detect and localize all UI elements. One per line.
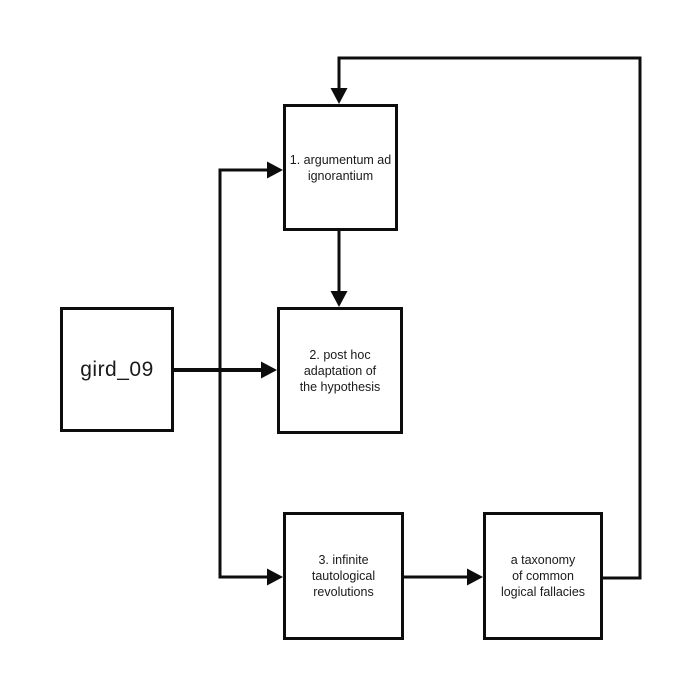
arrowhead-down-into-node1-icon [330, 88, 348, 104]
node3-label-line3: revolutions [313, 585, 374, 599]
node2-label-line3: the hypothesis [299, 379, 381, 394]
arrowhead-right-into-node4-icon [467, 568, 483, 586]
node-source-gird09: gird_09 [60, 307, 174, 432]
arrowhead-down-into-node2-icon [330, 291, 348, 307]
node-argumentum-ad-ignorantium: 1. argumentum ad ignorantium [283, 104, 398, 231]
node-post-hoc-adaptation: 2. post hoc adaptation of the hypothesis [277, 307, 403, 434]
node1-label-line2: ignorantium [307, 168, 374, 183]
node4-label-line1: a taxonomy [510, 553, 576, 567]
node2-label-line2: adaptation of [303, 363, 377, 378]
node4-label-line3: logical fallacies [500, 585, 586, 599]
arrowhead-right-into-node1-icon [267, 161, 283, 179]
node1-label-line1: 1. argumentum ad [289, 152, 392, 167]
arrowhead-right-into-node2-icon [261, 361, 277, 379]
node4-label-line2: of common [512, 569, 574, 583]
node-taxonomy-of-logical-fallacies: a taxonomy of common logical fallacies [483, 512, 603, 640]
node-source-label: gird_09 [80, 357, 154, 381]
arrowhead-right-into-node3-icon [267, 568, 283, 586]
node3-label-line1: 3. infinite [318, 553, 369, 567]
node3-label-line2: tautological [311, 569, 376, 583]
node-infinite-tautological-revolutions: 3. infinite tautological revolutions [283, 512, 404, 640]
branch-trunk-line [218, 168, 269, 579]
feedback-loop-line [337, 56, 642, 580]
node2-label-line1: 2. post hoc [309, 347, 371, 362]
